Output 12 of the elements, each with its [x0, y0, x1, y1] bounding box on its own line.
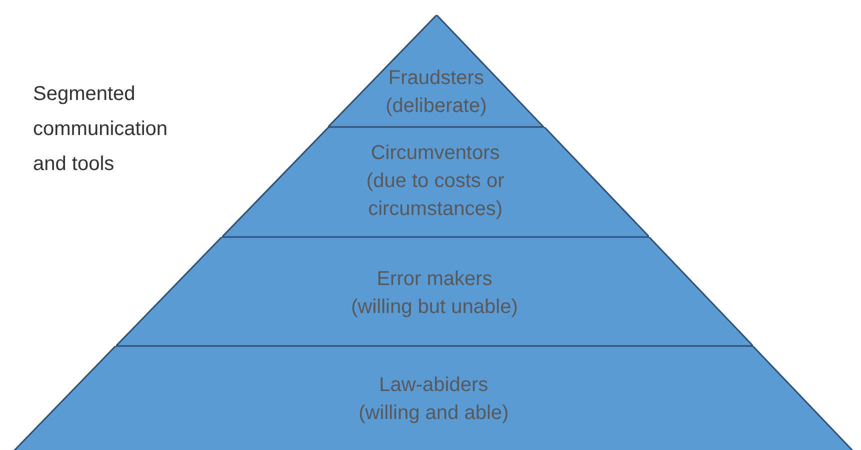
pyramid-tier	[222, 127, 649, 237]
tier-description: (due to costs or circumstances)	[365, 169, 506, 222]
tier-title: Circumventors	[370, 141, 501, 166]
pyramid-tier	[328, 15, 544, 127]
side-note: Segmented communication and tools	[33, 82, 169, 177]
tier-title: Law-abiders	[378, 373, 490, 398]
tier-description: (deliberate)	[384, 94, 488, 119]
tier-description: (willing but unable)	[350, 295, 519, 320]
tier-title: Fraudsters	[387, 66, 485, 91]
tier-title: Error makers	[376, 267, 494, 292]
tier-description: (willing and able)	[358, 401, 510, 426]
pyramid-tier	[116, 237, 754, 346]
